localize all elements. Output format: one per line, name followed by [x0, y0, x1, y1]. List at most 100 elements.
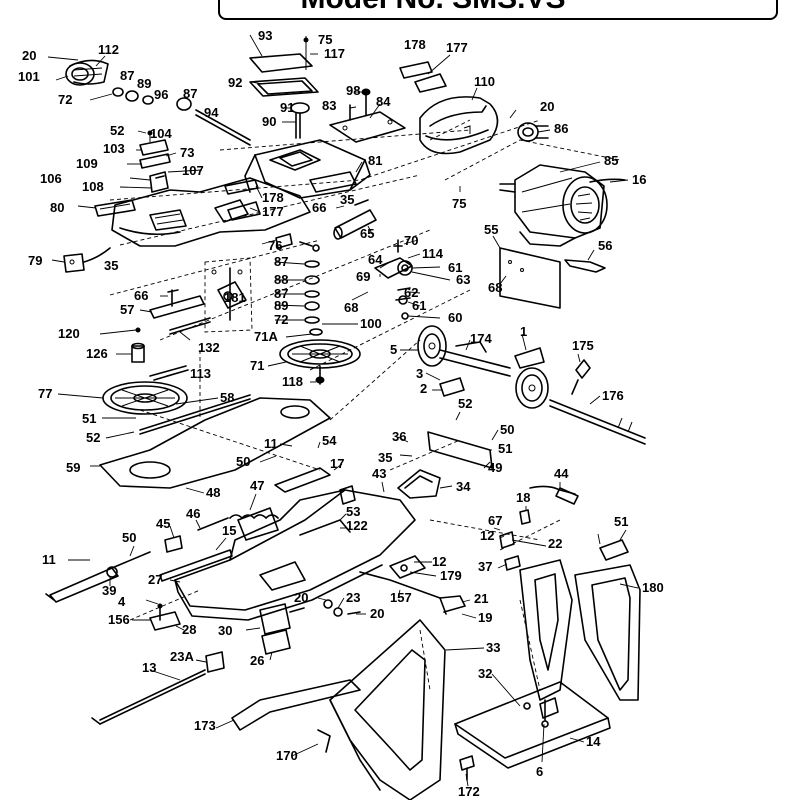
callout-59: 88 — [274, 272, 288, 287]
callout-34: 80 — [50, 200, 64, 215]
callout-82: 2 — [420, 381, 427, 396]
switch — [63, 247, 111, 273]
callout-17: 90 — [262, 114, 276, 129]
callout-65: 71 — [250, 358, 264, 373]
callout-89: 36 — [392, 429, 406, 444]
leader-lines — [47, 34, 639, 787]
callout-6: 96 — [154, 87, 168, 102]
callout-3: 87 — [120, 68, 134, 83]
callout-79: 1 — [520, 324, 527, 339]
callout-66: 118 — [282, 374, 303, 389]
handle-14-6 — [231, 679, 361, 753]
callout-100: 45 — [156, 516, 170, 531]
callout-85: 11 — [264, 436, 278, 451]
callout-51: 55 — [484, 222, 498, 237]
clamp-block-top — [399, 61, 447, 93]
callout-134: 14 — [586, 734, 601, 749]
callout-1: 112 — [98, 42, 119, 57]
callout-114: 37 — [478, 559, 492, 574]
clamp-28-30 — [149, 603, 181, 631]
callout-67: 57 — [120, 302, 134, 317]
rod-32-33 — [91, 651, 225, 725]
callout-41: 70 — [404, 233, 418, 248]
callout-78: 174 — [470, 331, 492, 346]
small-bracket-76 — [275, 233, 320, 252]
pulley-assembly-top-left — [65, 59, 251, 146]
switch-box — [259, 603, 305, 655]
power-cord — [529, 485, 579, 505]
callout-61: 89 — [274, 298, 288, 313]
callout-55: 35 — [104, 258, 118, 273]
callout-45: 64 — [368, 252, 383, 267]
callout-10: 75 — [318, 32, 332, 47]
callout-99: 44 — [554, 466, 569, 481]
callout-73: 77 — [38, 386, 52, 401]
callout-12: 92 — [228, 75, 242, 90]
callout-53: 68 — [488, 280, 502, 295]
rod-175-176 — [549, 359, 646, 445]
callout-91: 50 — [500, 422, 514, 437]
callout-20: 110 — [474, 74, 495, 89]
callout-77: 5 — [390, 342, 397, 357]
callout-18: 178 — [404, 37, 426, 52]
callout-101: 46 — [186, 506, 200, 521]
model-title: Model No. SMS.VS — [300, 0, 565, 14]
callout-7: 87 — [183, 86, 197, 101]
callout-119: 20 — [294, 590, 308, 605]
callout-39: 81 — [368, 153, 382, 168]
bracket-179-180 — [359, 555, 466, 615]
callout-48: 61 — [412, 298, 426, 313]
bottom-shelf — [454, 681, 611, 769]
upper-housing — [244, 139, 371, 199]
callout-112: 39 — [102, 583, 116, 598]
callout-128: 26 — [250, 653, 264, 668]
idler-wheel-assembly — [417, 325, 549, 409]
callout-40: 65 — [360, 226, 374, 241]
callout-16: 91 — [280, 100, 294, 115]
callout-28: 103 — [103, 141, 125, 156]
top-cover-plates — [249, 36, 319, 97]
callout-64: 71A — [254, 329, 278, 344]
callout-9: 93 — [258, 28, 272, 43]
callout-111: 15 — [222, 523, 236, 538]
callout-54: 79 — [28, 253, 42, 268]
callout-19: 177 — [446, 40, 468, 55]
callout-71: 181 — [224, 290, 246, 305]
callout-21: 20 — [540, 99, 554, 114]
model-title-box: Model No. SMS.VS — [218, 0, 778, 20]
callout-109: 11 — [42, 552, 56, 567]
callout-97: 43 — [372, 466, 386, 481]
callout-58: 87 — [274, 254, 288, 269]
callout-63: 100 — [360, 316, 382, 331]
callout-23: 85 — [604, 153, 618, 168]
callout-83: 52 — [458, 396, 472, 411]
callout-121: 157 — [390, 590, 412, 605]
callout-129: 23A — [170, 649, 194, 664]
callout-29: 73 — [180, 145, 194, 160]
callout-96: 47 — [250, 478, 264, 493]
lower-wheel — [279, 339, 361, 385]
callout-69: 126 — [86, 346, 108, 361]
base-cover-plate — [99, 394, 331, 489]
callout-105: 67 — [488, 513, 502, 528]
callout-70: 132 — [198, 340, 220, 355]
left-rod — [45, 551, 151, 603]
callout-110: 50 — [122, 530, 136, 545]
stand-leg-right — [519, 559, 641, 701]
bushing-126 — [131, 342, 145, 363]
callout-24: 16 — [632, 172, 646, 187]
callout-88: 17 — [330, 456, 344, 471]
callout-2: 101 — [18, 69, 40, 84]
clamp-block-middle — [224, 179, 261, 221]
callout-8: 94 — [204, 105, 219, 120]
motor — [499, 164, 626, 247]
callout-118: 4 — [118, 594, 126, 609]
callout-104: 18 — [516, 490, 530, 505]
mounting-plate — [499, 247, 606, 309]
callout-35: 178 — [262, 190, 284, 205]
callout-113: 27 — [148, 572, 162, 587]
callout-52: 56 — [598, 238, 612, 253]
callout-87: 50 — [236, 454, 250, 469]
callout-56: 76 — [268, 238, 282, 253]
small-blocks-left — [139, 130, 171, 193]
